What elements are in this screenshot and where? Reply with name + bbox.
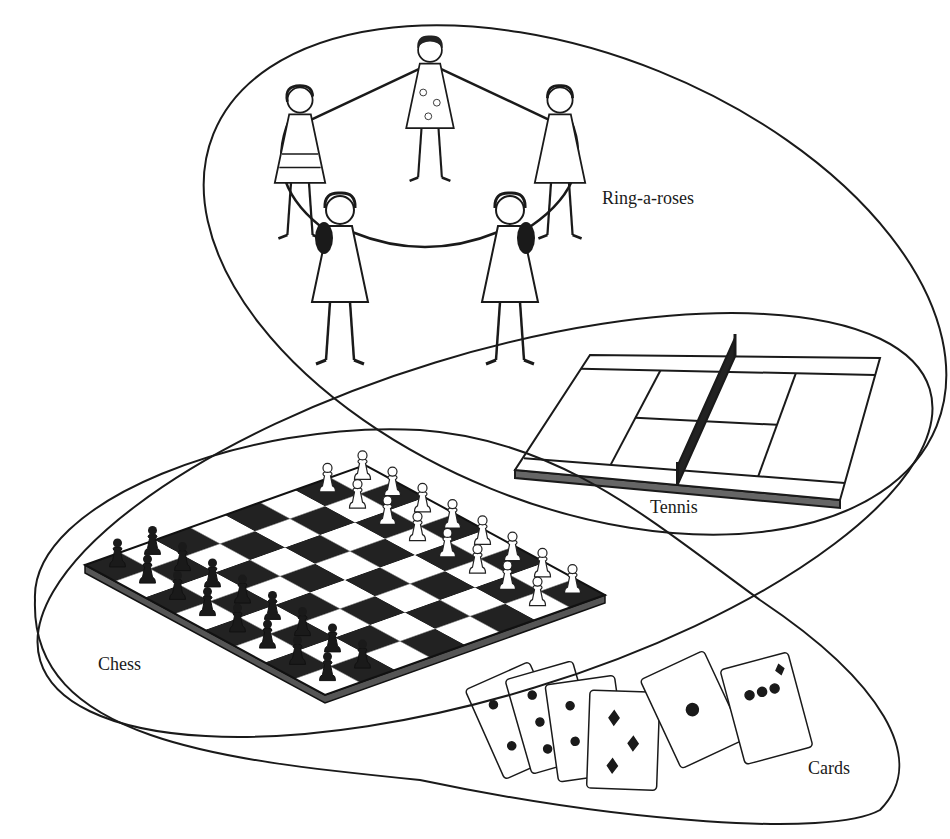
child-figure: [535, 86, 585, 239]
tennis-court: [515, 334, 880, 508]
game-label: Tennis: [648, 497, 700, 519]
chess-pieces: [110, 451, 581, 681]
child-figure: [406, 36, 454, 181]
game-label: Cards: [806, 758, 852, 780]
game-label: Chess: [96, 654, 143, 676]
playing-cards: [465, 650, 813, 790]
game-label: Ring-a-roses: [600, 188, 696, 210]
child-figure: [312, 193, 368, 364]
child-figure: [275, 86, 325, 239]
